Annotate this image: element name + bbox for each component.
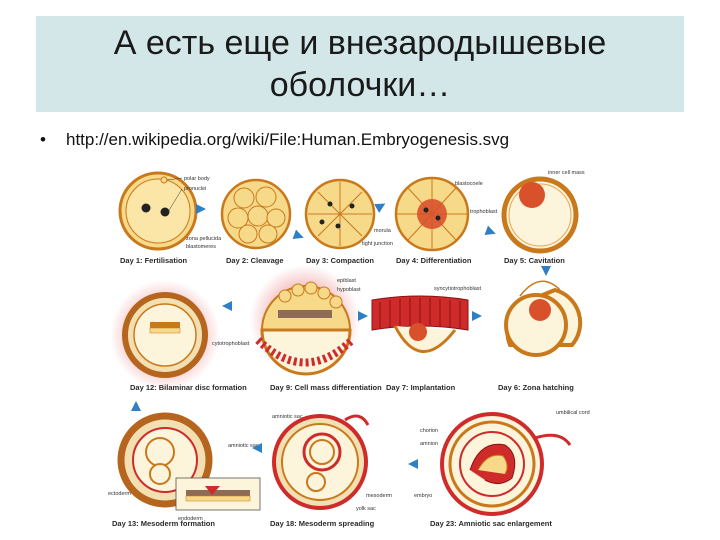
ann-hypoblast: hypoblast: [337, 287, 361, 293]
ann-epiblast: epiblast: [337, 278, 356, 284]
ann-pronuclei: pronuclei: [184, 186, 206, 192]
stage-label-day18: Day 18: Mesoderm spreading: [270, 519, 375, 528]
source-url[interactable]: http://en.wikipedia.org/wiki/File:Human.…: [66, 130, 510, 149]
ann-embryo: embryo: [414, 493, 432, 499]
stage-day7-implantation: syncytiotrophoblast Day 7: Implantation: [371, 286, 482, 392]
arrow-1-icon: [196, 204, 206, 214]
stage-label-day1: Day 1: Fertilisation: [120, 256, 188, 265]
arrow-6-icon: [222, 301, 232, 311]
ann-zona-pellucida: zona pellucida: [186, 236, 222, 242]
stage-label-day9: Day 9: Cell mass differentiation: [270, 383, 382, 392]
stage-label-day4: Day 4: Differentiation: [396, 256, 472, 265]
ann-ectoderm: ectoderm: [108, 491, 131, 497]
stage-label-day3: Day 3: Compaction: [306, 256, 374, 265]
ann-morula: morula: [374, 228, 392, 234]
stage-label-day12: Day 12: Bilaminar disc formation: [130, 383, 247, 392]
slide-title-line-2: оболочки…: [269, 66, 451, 104]
stage-day9-cell-mass: epiblast hypoblast Day 9: Cell mass diff…: [250, 265, 382, 392]
ann-endoderm: endoderm: [178, 516, 203, 522]
ann-syncytiotrophoblast: syncytiotrophoblast: [434, 286, 482, 292]
source-bullet: • http://en.wikipedia.org/wiki/File:Huma…: [40, 130, 509, 150]
stage-day4-differentiation: blastocoele trophoblast Day 4: Different…: [394, 176, 498, 265]
ann-cytotrophoblast: cytotrophoblast: [212, 341, 250, 347]
stage-day5-cavitation: inner cell mass Day 5: Cavitation: [501, 170, 585, 265]
stage-label-day5: Day 5: Cavitation: [504, 256, 565, 265]
stage-label-day23: Day 23: Amniotic sac enlargement: [430, 519, 552, 528]
arrow-3-icon: [374, 203, 386, 213]
ann-yolk-sac: yolk sac: [356, 506, 376, 512]
arrow-11-icon: [408, 459, 418, 469]
stage-day3-compaction: tight junction morula Day 3: Compaction: [304, 178, 393, 265]
stage-label-day7: Day 7: Implantation: [386, 383, 456, 392]
stage-label-day2: Day 2: Cleavage: [226, 256, 284, 265]
arrow-9-icon: [131, 401, 141, 411]
ann-tight-junction: tight junction: [362, 241, 393, 247]
arrow-10-icon: [252, 443, 262, 453]
stage-label-day6: Day 6: Zona hatching: [498, 383, 574, 392]
arrow-8-icon: [472, 311, 482, 321]
ann-amniotic-sac-13: amniotic sac: [228, 443, 259, 449]
ann-trophoblast: trophoblast: [470, 209, 498, 215]
ann-chorion: chorion: [420, 428, 438, 434]
ann-blastocoele: blastocoele: [455, 181, 483, 187]
arrow-4-icon: [484, 225, 496, 235]
ann-umbilical-cord: umbilical cord: [556, 410, 590, 416]
stage-day1-fertilisation: polar body pronuclei zona pellucida blas…: [118, 171, 222, 265]
stage-day13-mesoderm-formation: amniotic sac ectoderm endoderm Day 13: M…: [108, 412, 261, 528]
arrow-5-icon: [541, 266, 551, 276]
slide-title-line-1: А есть еще и внезародышевые: [113, 24, 607, 62]
arrow-7-icon: [358, 311, 368, 321]
ann-amnion: amnion: [420, 441, 438, 447]
stage-day23-amniotic-sac: umbilical cord chorion amnion embryo Day…: [414, 410, 590, 528]
arrow-2-icon: [292, 229, 304, 239]
ann-mesoderm: mesoderm: [366, 493, 392, 499]
stage-label-day13: Day 13: Mesoderm formation: [112, 519, 215, 528]
slide-title-box: А есть еще и внезародышевые оболочки…: [36, 16, 684, 112]
ann-polar-body: polar body: [184, 176, 210, 182]
ann-inner-cell-mass: inner cell mass: [548, 170, 585, 176]
ann-blastomeres: blastomeres: [186, 244, 216, 250]
ann-amniotic-sac-18: amniotic sac: [272, 414, 303, 420]
bullet-dot-icon: •: [40, 130, 46, 149]
stage-day12-bilaminar: cytotrophoblast Day 12: Bilaminar disc f…: [110, 280, 250, 392]
stage-day18-mesoderm-spreading: amniotic sac mesoderm yolk sac Day 18: M…: [270, 414, 392, 528]
stage-day6-zona-hatching: Day 6: Zona hatching: [498, 280, 583, 392]
stage-day2-cleavage: Day 2: Cleavage: [220, 178, 292, 265]
